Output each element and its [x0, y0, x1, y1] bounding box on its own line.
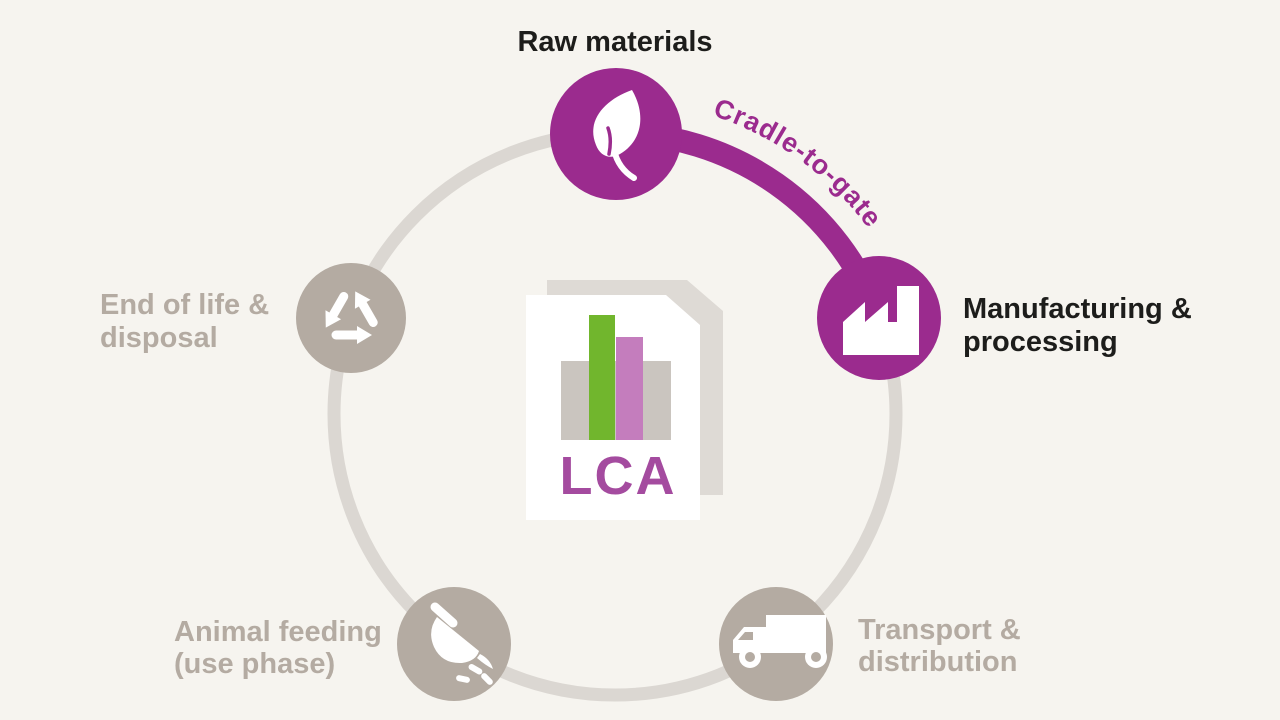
- recycle-icon: [325, 291, 378, 344]
- scoop-lip: [477, 654, 493, 669]
- feed-pellet-3: [481, 673, 493, 685]
- lca-report-document-icon: LCA: [526, 280, 723, 520]
- truck-icon: [733, 615, 827, 668]
- truck-wheel-front-hub: [745, 652, 755, 662]
- recycle-arrow-3-shaft: [358, 299, 378, 327]
- recycle-arrow-1-head: [357, 326, 372, 344]
- recycle-arrow-1: [331, 326, 372, 344]
- recycle-arrow-3: [354, 291, 378, 327]
- leaf-icon: [593, 90, 641, 181]
- end-of-life-circle: [296, 263, 406, 373]
- raw-materials-node: [550, 68, 682, 200]
- leaf-blade: [593, 90, 641, 157]
- leaf-stem: [611, 147, 637, 181]
- truck-window: [738, 632, 753, 640]
- chart-bar-green: [589, 315, 615, 440]
- raw-materials-label: Raw materials: [517, 26, 712, 58]
- animal-feeding-label: Animal feeding (use phase): [174, 616, 390, 680]
- manufacturing-label-line1: Manufacturing &: [963, 293, 1192, 325]
- end-of-life-label-line2: disposal: [100, 322, 218, 354]
- feed-pellet-1: [468, 664, 483, 675]
- lca-document-label: LCA: [560, 446, 677, 506]
- end-of-life-node: [296, 263, 406, 373]
- end-of-life-label-line1: End of life &: [100, 289, 269, 321]
- transport-label-line2: distribution: [858, 646, 1017, 678]
- recycle-arrow-3-head: [354, 291, 371, 309]
- animal-feeding-label-line1: Animal feeding: [174, 616, 382, 648]
- animal-feeding-label-line2: (use phase): [174, 648, 335, 680]
- bar-chart-icon: [561, 315, 671, 440]
- manufacturing-node: [817, 256, 941, 380]
- transport-label: Transport & distribution: [858, 614, 1029, 678]
- end-of-life-label: End of life & disposal: [100, 289, 277, 354]
- factory-silhouette: [843, 286, 919, 355]
- factory-icon: [843, 286, 919, 355]
- feed-scoop-icon: [430, 602, 493, 685]
- transport-label-line1: Transport &: [858, 614, 1021, 646]
- feed-pellet-2: [456, 675, 470, 683]
- scoop-handle: [430, 602, 458, 628]
- recycle-arrow-2-shaft: [328, 292, 349, 320]
- recycle-arrow-2: [325, 292, 349, 328]
- recycle-arrow-2-head: [325, 310, 342, 328]
- animal-feeding-node: [397, 587, 511, 701]
- leaf-notch: [606, 126, 613, 156]
- scoop-body: [431, 617, 479, 664]
- chart-bar-pink: [616, 337, 643, 440]
- transport-node: [719, 587, 833, 701]
- manufacturing-label-line2: processing: [963, 326, 1118, 358]
- truck-wheel-rear-hub: [811, 652, 821, 662]
- manufacturing-label: Manufacturing & processing: [963, 293, 1200, 358]
